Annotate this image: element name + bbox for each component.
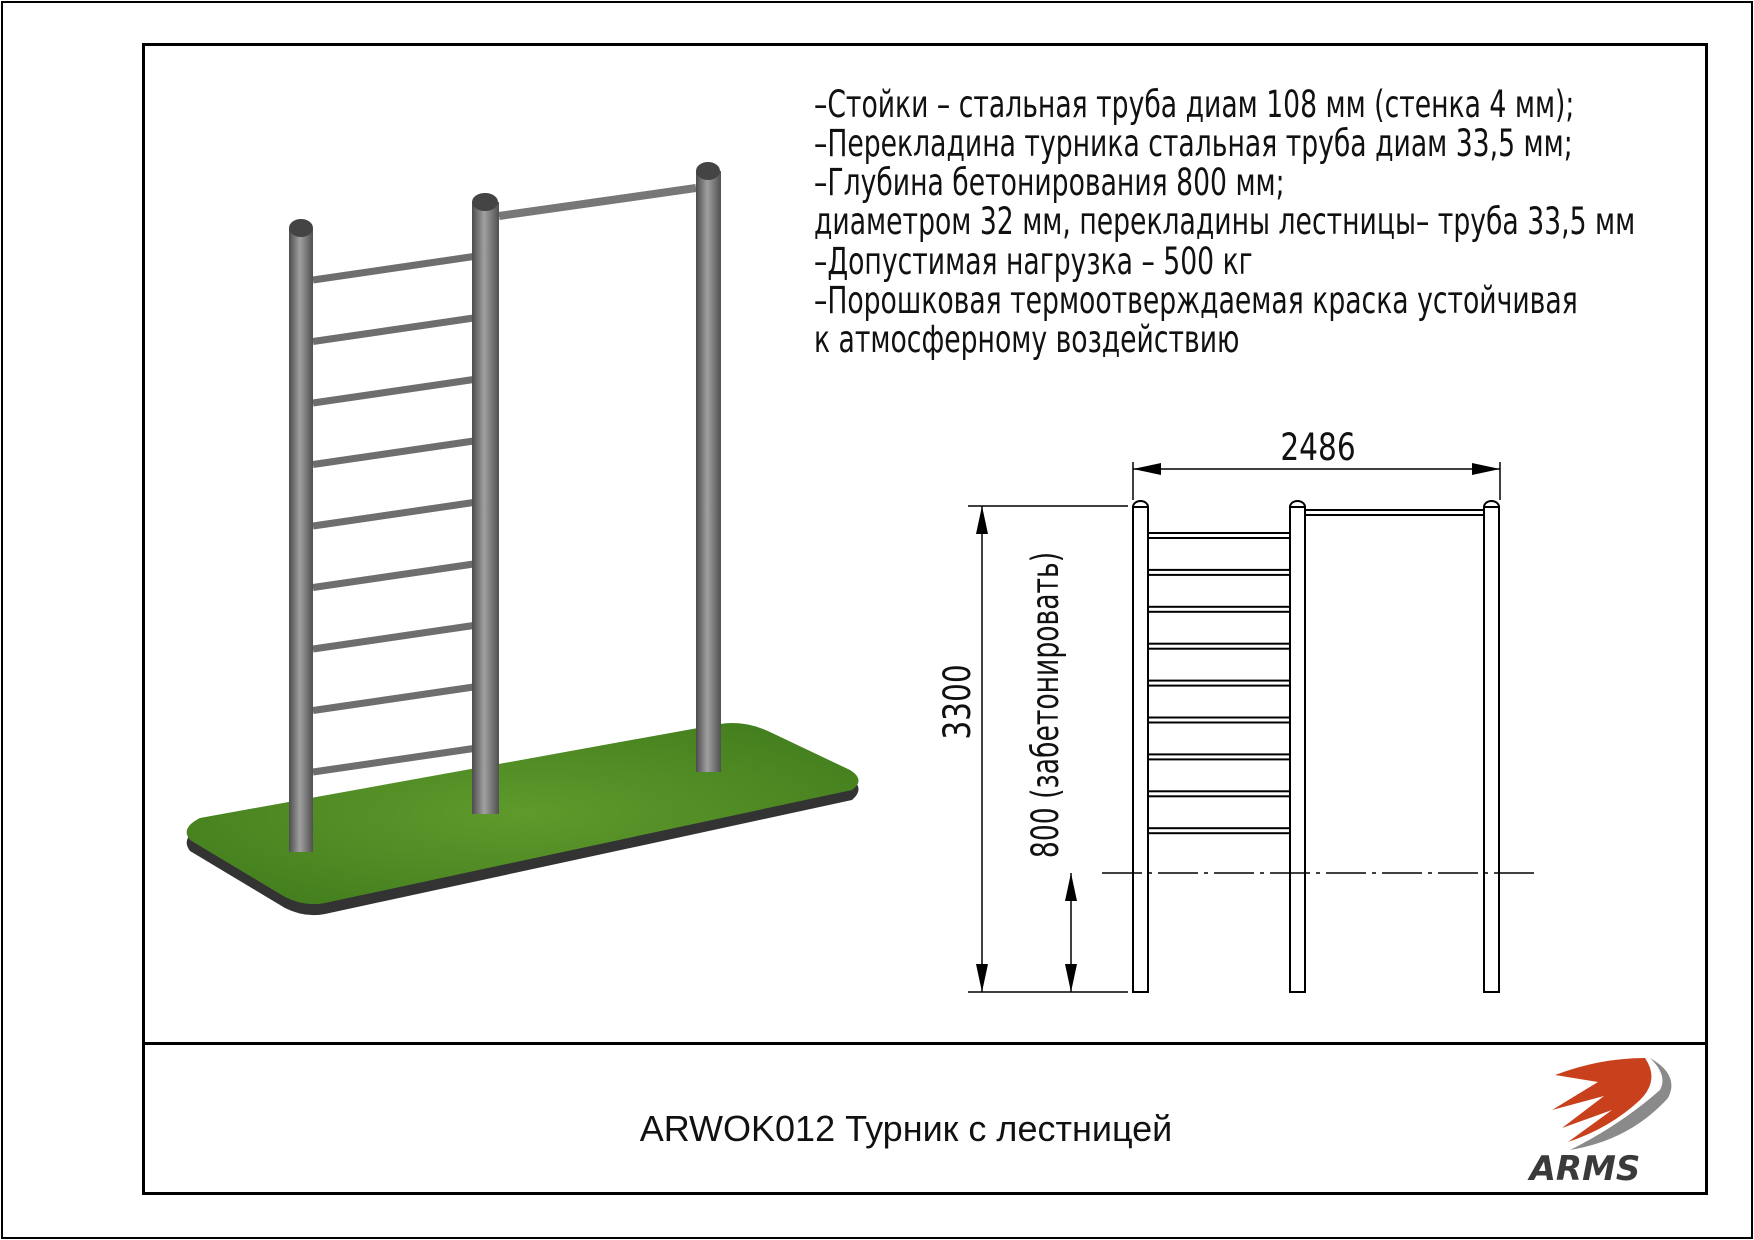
logo-text: ARMS [1527,1149,1641,1189]
post-middle-outline [1289,506,1306,993]
post-left-3d [289,219,313,852]
ladder-rung-3d [312,314,478,345]
post-right-3d [696,162,721,772]
ladder-rung-outline [1147,642,1291,650]
ladder-rung-outline [1147,716,1291,724]
inner-frame [142,43,1708,1195]
dimension-height: 3300 [936,664,979,739]
post-middle-3d [472,193,499,814]
spec-line: –Допустимая нагрузка – 500 кг [814,240,1253,283]
ladder-rung-outline [1147,790,1291,798]
pullup-bar-3d [498,184,697,220]
pullup-bar-outline [1304,509,1485,516]
post-right-outline [1483,506,1500,993]
drawing-title: ARWOK012 Турник с лестницей [639,1108,1173,1149]
ladder-rung-3d [312,744,478,776]
ladder-rung-outline [1147,753,1291,761]
spec-line: –Порошковая термоотверждаемая краска уст… [814,279,1578,322]
ladder-rung-3d [312,560,478,591]
ladder-rung-3d [312,437,478,468]
spec-line: –Перекладина турника стальная труба диам… [814,122,1573,165]
title-block-divider [142,1042,1708,1045]
ladder-rung-3d [312,621,478,653]
ladder-rung-outline [1147,605,1291,613]
ladder-rung-outline [1147,679,1291,687]
spec-line: –Стойки – стальная труба диам 108 мм (ст… [814,83,1575,126]
spec-line: –Глубина бетонирования 800 мм; [814,161,1285,204]
dimension-arrows [976,463,1500,992]
ladder-rung-3d [312,498,478,530]
dimension-width: 2486 [1280,426,1355,469]
grass-surface [186,723,859,905]
ladder-rungs-outline [1147,532,1291,835]
ladder-rung-outline [1147,532,1291,539]
ladder-rung-3d [312,683,478,714]
dimension-depth: 800 (забетонировать) [1024,552,1068,858]
ladder-rung-3d [312,252,478,284]
spec-line: к атмосферному воздействию [814,318,1240,361]
technical-drawing [968,462,1535,993]
ladder-rungs-3d [312,252,478,776]
ladder-rung-3d [312,375,478,407]
spec-line: диаметром 32 мм, перекладины лестницы– т… [814,200,1636,243]
render-3d [186,162,859,916]
post-left-outline [1132,506,1149,993]
ladder-rung-outline [1147,827,1291,835]
arms-logo: ARMS [1527,1058,1672,1189]
ladder-rung-outline [1147,568,1291,576]
